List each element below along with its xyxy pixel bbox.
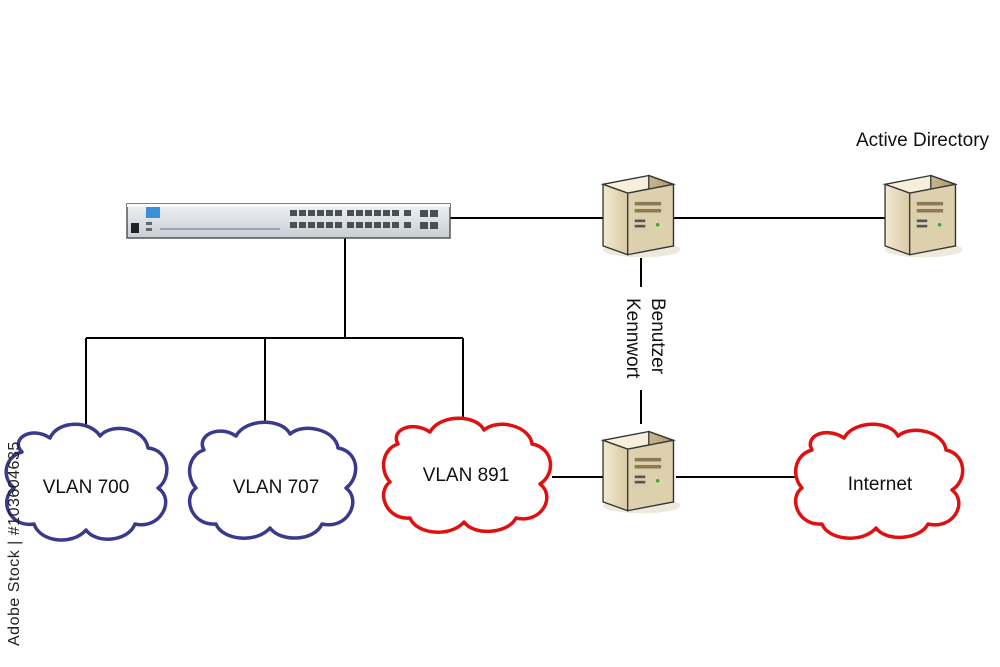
vlan-891-label: VLAN 891	[422, 465, 510, 486]
auth-server-icon	[602, 174, 682, 259]
stock-credit-text: Adobe Stock | #103604635	[6, 441, 23, 646]
internet-label: Internet	[847, 474, 913, 495]
gateway-server-icon	[602, 430, 682, 515]
credentials-username-label: Benutzer	[647, 298, 668, 375]
cloud-icon-vlan-891	[381, 416, 553, 534]
network-switch-icon	[126, 203, 451, 239]
active-directory-server-icon	[884, 174, 964, 259]
vlan-707-label: VLAN 707	[232, 477, 320, 498]
vlan-700-label: VLAN 700	[42, 477, 130, 498]
switch-ports	[290, 210, 438, 229]
active-directory-label: Active Directory	[856, 130, 990, 151]
cloud-icon-vlan-707	[187, 420, 358, 540]
cloud-icon-internet	[793, 422, 965, 540]
credentials-password-label: Kennwort	[622, 298, 643, 379]
connections	[85, 217, 886, 478]
cloud-icon-vlan-700	[4, 422, 169, 542]
